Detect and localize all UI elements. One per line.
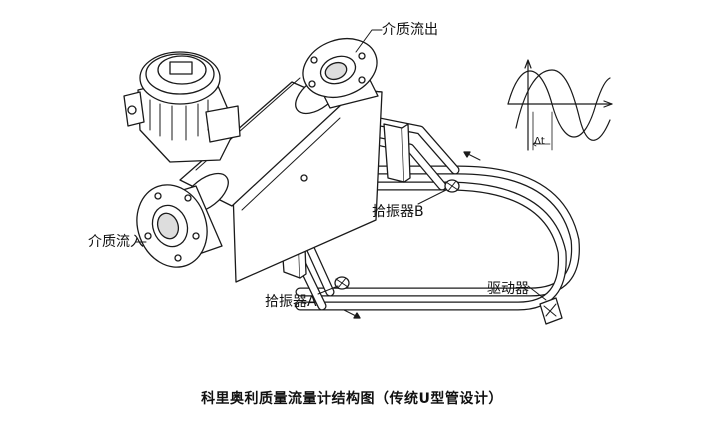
label-pickup-a: 拾振器A <box>265 294 317 310</box>
flow-arrow-upper <box>464 152 480 160</box>
figure-caption: 科里奥利质量流量计结构图（传统U型管设计） <box>201 391 503 407</box>
label-medium-inlet: 介质流入 <box>88 234 144 250</box>
driver-coil <box>540 298 562 324</box>
flow-arrow-lower <box>344 310 360 318</box>
leader-lines <box>136 30 546 300</box>
label-delta-t: Δt <box>534 136 545 147</box>
label-medium-outlet: 介质流出 <box>382 22 438 38</box>
transmitter-housing <box>124 52 240 162</box>
brace-plate-upper <box>384 124 410 182</box>
inlet-flange <box>126 175 222 277</box>
outlet-flange <box>295 29 386 108</box>
label-driver: 驱动器 <box>487 281 529 297</box>
pickup-b-sensor <box>445 180 459 192</box>
label-pickup-b: 拾振器B <box>372 204 424 220</box>
pickup-a-sensor <box>335 277 349 289</box>
phase-waveform <box>508 60 612 150</box>
